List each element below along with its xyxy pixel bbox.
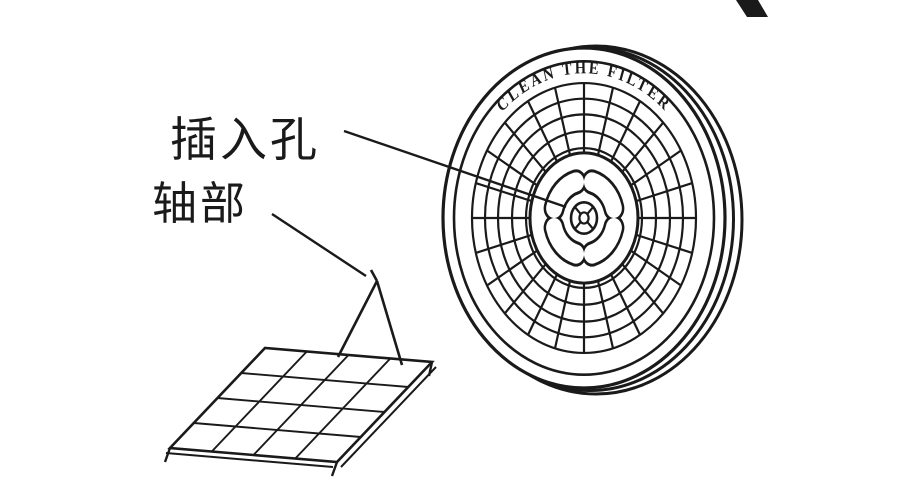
rack-grid	[163, 346, 437, 477]
filter-disc: CLEAN THE FILTER	[441, 44, 744, 396]
leader-line-insertion-hole	[343, 129, 567, 209]
leader-line-shaft	[271, 212, 367, 278]
label-insertion-hole: 插入孔	[170, 113, 320, 168]
rack-wire-edges	[165, 366, 437, 468]
corner-mark	[736, 0, 768, 17]
rack-grid-lines	[193, 350, 409, 460]
wire-rack	[163, 269, 437, 477]
rack-shaft-handle	[336, 269, 404, 366]
filter-grid-spokes	[472, 83, 696, 353]
hub-slots	[543, 169, 625, 267]
leader-lines	[271, 129, 567, 278]
label-shaft: 轴部	[152, 177, 248, 230]
filter-hub	[530, 153, 638, 283]
rack-feet	[163, 361, 434, 477]
